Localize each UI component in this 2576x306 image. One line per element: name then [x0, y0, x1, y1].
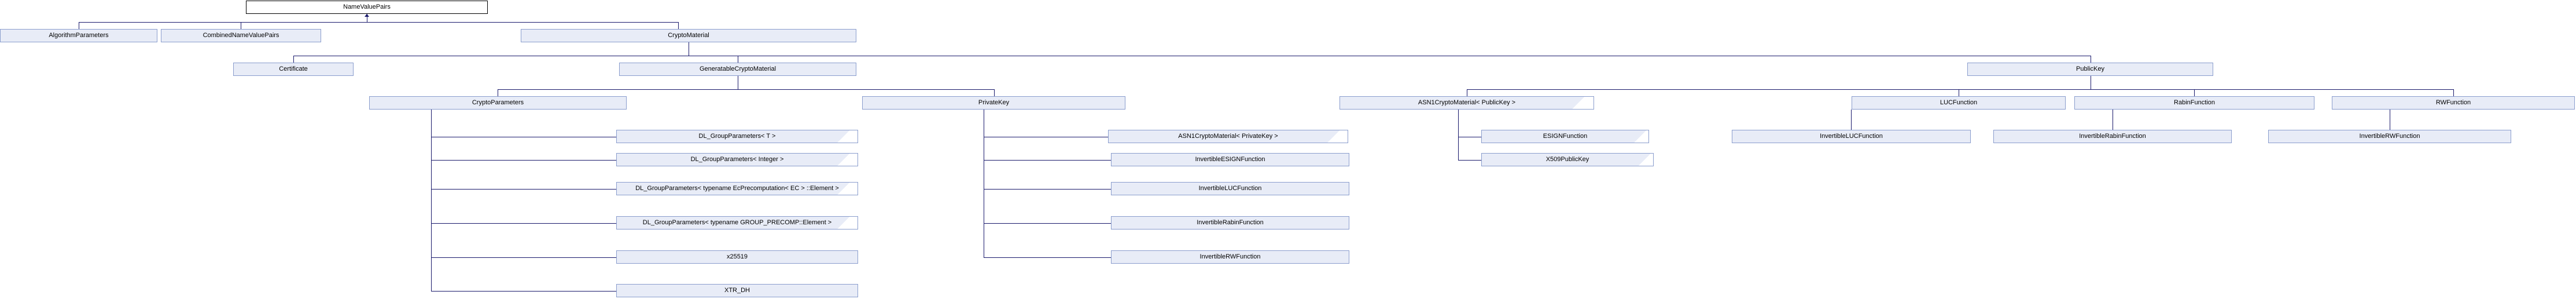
class-node-label: PrivateKey — [978, 99, 1010, 106]
edge-leaf-xtr-dh — [431, 291, 616, 292]
class-node-asn1cryptomaterial_pub[interactable]: ASN1CryptoMaterial< PublicKey > — [1339, 96, 1594, 110]
class-node-x25519[interactable]: x25519 — [616, 250, 858, 264]
class-node-label: ESIGNFunction — [1543, 133, 1588, 140]
class-node-label: XTR_DH — [724, 287, 750, 294]
edge-leaf-invrw — [984, 257, 1111, 258]
class-node-label: x25519 — [726, 253, 748, 260]
edge-leaf-x509 — [1458, 160, 1481, 161]
class-node-label: X509PublicKey — [1545, 156, 1589, 163]
class-node-label: InvertibleRabinFunction — [2079, 133, 2146, 140]
class-node-namevaluepairs[interactable]: NameValuePairs — [246, 1, 488, 14]
edge-trunk-pk-bus — [1467, 89, 2453, 90]
class-node-dl_groupparameters_group[interactable]: DL_GroupParameters< typename GROUP_PRECO… — [616, 216, 858, 230]
edge-spine-asn1pub — [1458, 110, 1459, 160]
class-node-asn1cryptomaterial_priv[interactable]: ASN1CryptoMaterial< PrivateKey > — [1108, 130, 1348, 143]
class-node-cryptoparameters[interactable]: CryptoParameters — [369, 96, 627, 110]
edge-leaf-invluc — [984, 189, 1111, 190]
edge-stub-cryptomaterial — [678, 22, 679, 29]
edge-stub-privatekey — [994, 89, 995, 96]
class-node-invertiblelucfunction[interactable]: InvertibleLUCFunction — [1111, 182, 1349, 195]
class-node-x509publickey[interactable]: X509PublicKey — [1481, 153, 1654, 166]
class-node-privatekey[interactable]: PrivateKey — [862, 96, 1125, 110]
class-node-label: ASN1CryptoMaterial< PrivateKey > — [1178, 133, 1278, 140]
class-node-label: InvertibleRWFunction — [1199, 253, 1261, 260]
class-node-invertiblerabinfunction_top[interactable]: InvertibleRabinFunction — [1993, 130, 2232, 143]
class-node-label: InvertibleRabinFunction — [1197, 219, 1264, 226]
edge-stub-rwfunction — [2453, 89, 2454, 96]
class-node-label: RabinFunction — [2174, 99, 2215, 106]
edge-trunk-gcm-bus — [498, 89, 994, 90]
edge-leaf-x25519 — [431, 257, 616, 258]
class-node-label: InvertibleRWFunction — [2359, 133, 2420, 140]
class-node-invertiblelucfunction_top[interactable]: InvertibleLUCFunction — [1732, 130, 1971, 143]
edge-leaf-invesign — [984, 160, 1111, 161]
class-node-label: NameValuePairs — [343, 3, 391, 10]
class-node-label: InvertibleLUCFunction — [1820, 133, 1883, 140]
class-node-rabinfunction[interactable]: RabinFunction — [2074, 96, 2314, 110]
class-node-dl_groupparameters_ecprec[interactable]: DL_GroupParameters< typename EcPrecomput… — [616, 182, 858, 195]
class-node-invertiblerabinfunction[interactable]: InvertibleRabinFunction — [1111, 216, 1349, 230]
edge-stub-certificate — [293, 56, 294, 63]
edge-leaf-dlgp-group — [431, 223, 616, 224]
class-node-cryptomaterial[interactable]: CryptoMaterial — [521, 29, 856, 42]
class-node-invertiblerwfunction[interactable]: InvertibleRWFunction — [1111, 250, 1349, 264]
class-node-generatablecryptomaterial[interactable]: GeneratableCryptoMaterial — [619, 63, 856, 76]
class-node-combinednamevaluepairs[interactable]: CombinedNameValuePairs — [161, 29, 321, 42]
edge-leaf-invrabin — [984, 223, 1111, 224]
class-node-certificate[interactable]: Certificate — [233, 63, 354, 76]
class-node-label: GeneratableCryptoMaterial — [699, 65, 777, 72]
class-node-label: CombinedNameValuePairs — [203, 32, 279, 39]
edge-drop-invluc-top — [1851, 110, 1852, 130]
class-node-invertiblerwfunction_top[interactable]: InvertibleRWFunction — [2268, 130, 2511, 143]
class-node-label: InvertibleLUCFunction — [1198, 185, 1262, 192]
class-node-label: DL_GroupParameters< typename GROUP_PRECO… — [642, 219, 832, 226]
class-node-invertibleesignfunction[interactable]: InvertibleESIGNFunction — [1111, 153, 1349, 166]
class-node-label: AlgorithmParameters — [49, 32, 109, 39]
class-node-algorithmparameters[interactable]: AlgorithmParameters — [0, 29, 157, 42]
edge-leaf-dlgp-integer — [431, 160, 616, 161]
edge-stub-rabinfunction — [2194, 89, 2195, 96]
inheritance-arrow-icon — [365, 14, 369, 17]
class-node-label: Certificate — [279, 65, 308, 72]
class-node-esignfunction[interactable]: ESIGNFunction — [1481, 130, 1649, 143]
edge-leaf-dlgp-ecprec — [431, 189, 616, 190]
class-node-lucfunction[interactable]: LUCFunction — [1852, 96, 2066, 110]
class-node-label: RWFunction — [2435, 99, 2471, 106]
class-node-label: PublicKey — [2076, 65, 2104, 72]
class-node-publickey[interactable]: PublicKey — [1967, 63, 2213, 76]
edge-spine-cryptoparams — [431, 110, 432, 291]
class-node-rwfunction[interactable]: RWFunction — [2332, 96, 2575, 110]
class-node-label: DL_GroupParameters< typename EcPrecomput… — [635, 185, 839, 192]
class-node-dl_groupparameters_t[interactable]: DL_GroupParameters< T > — [616, 130, 858, 143]
class-node-label: CryptoMaterial — [668, 32, 709, 39]
class-node-xtr_dh[interactable]: XTR_DH — [616, 284, 858, 297]
class-node-label: CryptoParameters — [472, 99, 524, 106]
class-node-label: DL_GroupParameters< Integer > — [690, 156, 784, 163]
class-node-dl_groupparameters_integer[interactable]: DL_GroupParameters< Integer > — [616, 153, 858, 166]
class-node-label: ASN1CryptoMaterial< PublicKey > — [1418, 99, 1516, 106]
edge-trunk-nvp-bus — [79, 22, 678, 23]
class-node-label: DL_GroupParameters< T > — [698, 133, 776, 140]
class-node-label: LUCFunction — [1940, 99, 1978, 106]
class-node-label: InvertibleESIGNFunction — [1195, 156, 1265, 163]
